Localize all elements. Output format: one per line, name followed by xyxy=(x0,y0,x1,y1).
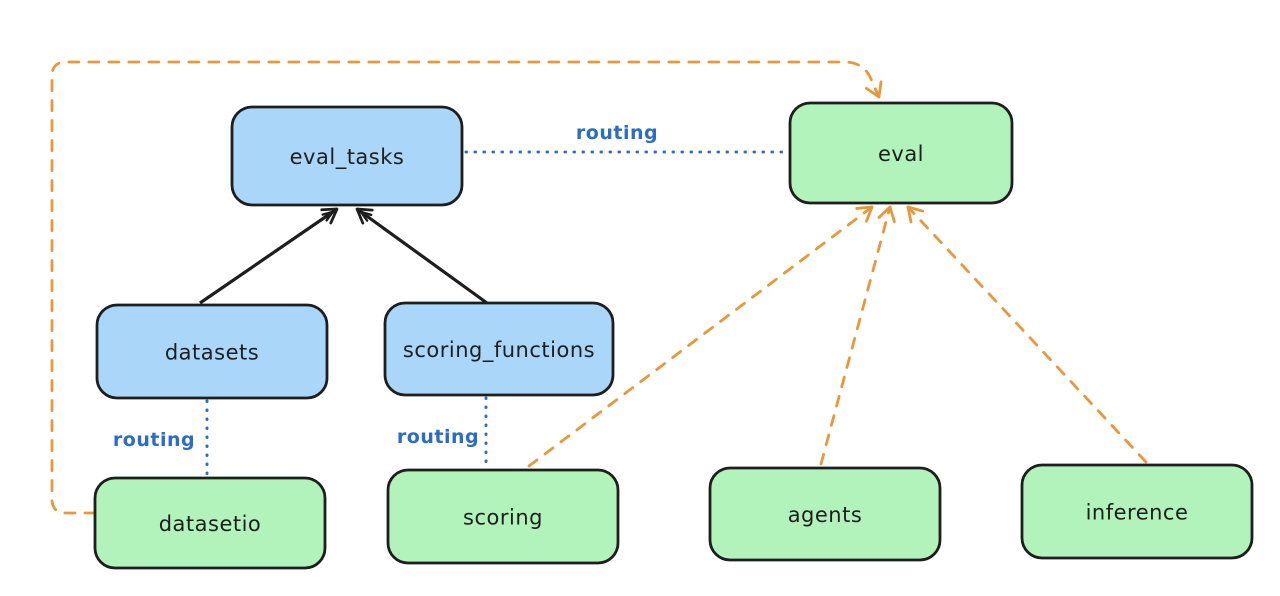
node-box-inference xyxy=(1020,463,1254,560)
node-eval: eval xyxy=(788,101,1014,205)
node-label-scoring: scoring xyxy=(463,506,543,530)
node-agents: agents xyxy=(708,466,942,562)
node-eval_tasks: eval_tasks xyxy=(230,105,464,207)
edge-inference-to-eval xyxy=(906,205,1148,464)
routing-label-mid: routing xyxy=(397,426,479,448)
node-label-inference: inference xyxy=(1086,501,1189,525)
node-label-datasets: datasets xyxy=(165,341,259,365)
node-box-datasets xyxy=(95,303,329,400)
node-scoring: scoring xyxy=(386,468,620,565)
node-box-scoring_functions xyxy=(383,301,615,397)
node-box-datasetio xyxy=(93,476,327,570)
node-scoring_functions: scoring_functions xyxy=(383,301,615,397)
node-box-scoring xyxy=(386,468,620,565)
node-label-eval: eval xyxy=(878,142,924,166)
node-inference: inference xyxy=(1020,463,1254,560)
edge-datasetio-to-eval-loop xyxy=(50,60,883,515)
routing-label-left: routing xyxy=(113,429,195,451)
node-label-agents: agents xyxy=(788,503,863,527)
node-label-datasetio: datasetio xyxy=(159,512,262,536)
node-box-eval_tasks xyxy=(230,105,464,207)
routing-label-top: routing xyxy=(576,122,658,144)
node-datasetio: datasetio xyxy=(93,476,327,570)
node-box-eval xyxy=(788,101,1014,205)
node-label-eval_tasks: eval_tasks xyxy=(290,145,405,170)
node-label-scoring_functions: scoring_functions xyxy=(403,338,595,363)
node-box-agents xyxy=(708,466,942,562)
edge-agents-to-eval xyxy=(819,205,896,466)
edge-scoring_functions-to-eval_tasks xyxy=(355,207,488,305)
edge-datasets-to-eval_tasks xyxy=(199,207,339,305)
node-datasets: datasets xyxy=(95,303,329,400)
